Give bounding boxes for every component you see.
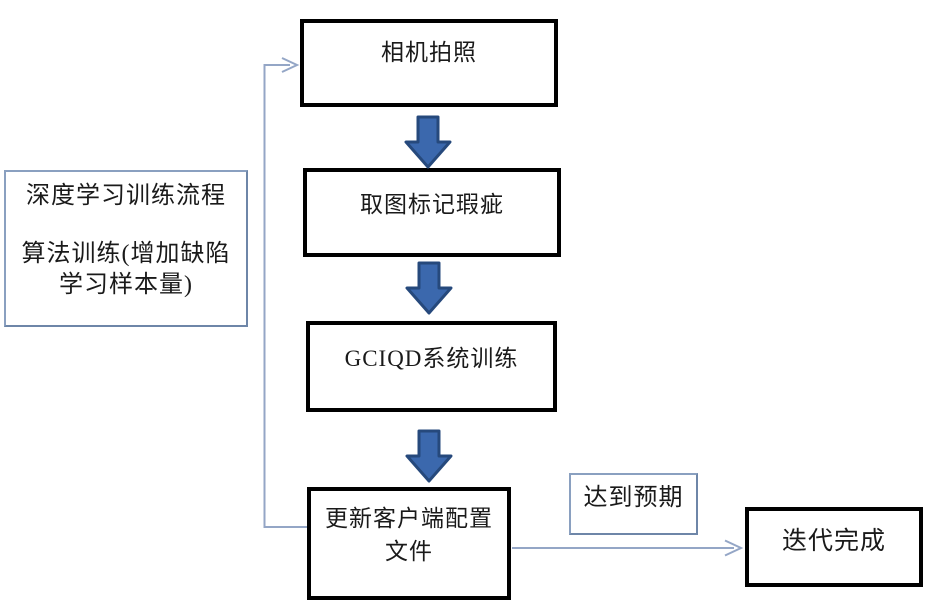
node-mark-defects-label: 取图标记瑕疵 [360,192,504,217]
legend-line-1: 深度学习训练流程 [26,183,226,209]
node-update-client-config-label-line1: 更新客户端配置 [325,506,493,531]
edge-label-expectation: 达到预期 [569,473,698,535]
connector-to-iteration-done [512,539,744,557]
block-arrow-down-2-icon [405,261,453,315]
connector-feedback-loop [263,57,307,528]
node-gciqd-training: GCIQD系统训练 [306,321,557,412]
block-arrow-down-1-icon [404,115,452,169]
node-gciqd-training-label: GCIQD系统训练 [344,346,519,371]
node-camera-photo-label: 相机拍照 [381,40,477,65]
feedback-arrowhead-icon [281,57,300,73]
legend-line-3: 学习样本量) [59,272,193,298]
node-update-client-config-label-line2: 文件 [385,539,433,564]
node-camera-photo: 相机拍照 [300,19,558,107]
done-arrowhead-icon [724,539,744,557]
node-iteration-done-label: 迭代完成 [781,528,886,555]
edge-label-expectation-text: 达到预期 [583,485,684,511]
node-update-client-config: 更新客户端配置 文件 [307,487,511,600]
node-mark-defects: 取图标记瑕疵 [303,168,561,257]
node-iteration-done: 迭代完成 [745,507,923,587]
legend-line-2: 算法训练(增加缺陷 [21,241,231,267]
legend-box: 深度学习训练流程 算法训练(增加缺陷 学习样本量) [4,170,248,327]
legend-spacer [6,212,246,239]
block-arrow-down-3-icon [405,429,453,483]
